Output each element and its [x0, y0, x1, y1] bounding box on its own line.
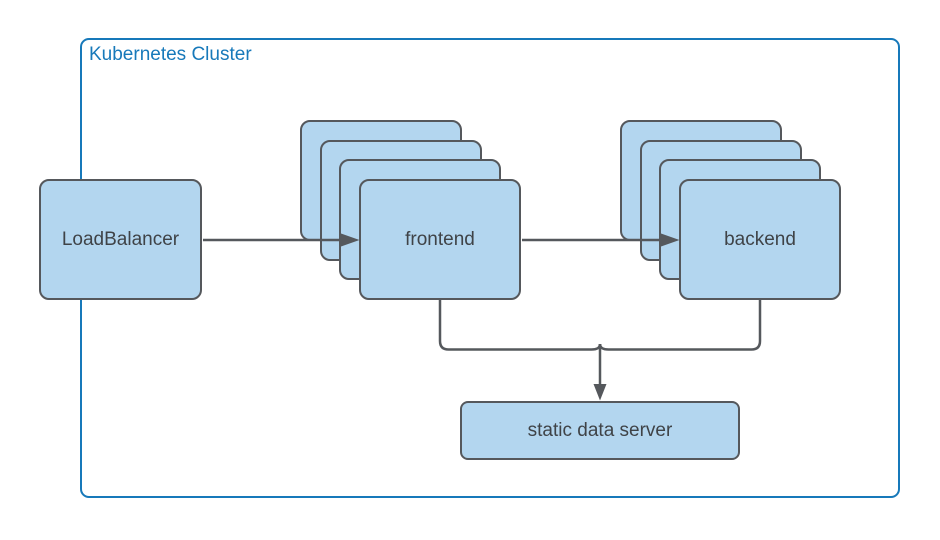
node-static-data-server: static data server — [460, 401, 740, 460]
frontend-replica-stack: frontend — [300, 120, 522, 301]
cluster-label: Kubernetes Cluster — [89, 44, 252, 65]
frontend-node-label: frontend — [405, 228, 475, 250]
backend-node-label: backend — [724, 228, 796, 250]
node-loadbalancer: LoadBalancer — [39, 179, 202, 300]
backend-node: backend — [679, 179, 841, 300]
backend-replica-stack: backend — [620, 120, 842, 301]
frontend-node: frontend — [359, 179, 521, 300]
